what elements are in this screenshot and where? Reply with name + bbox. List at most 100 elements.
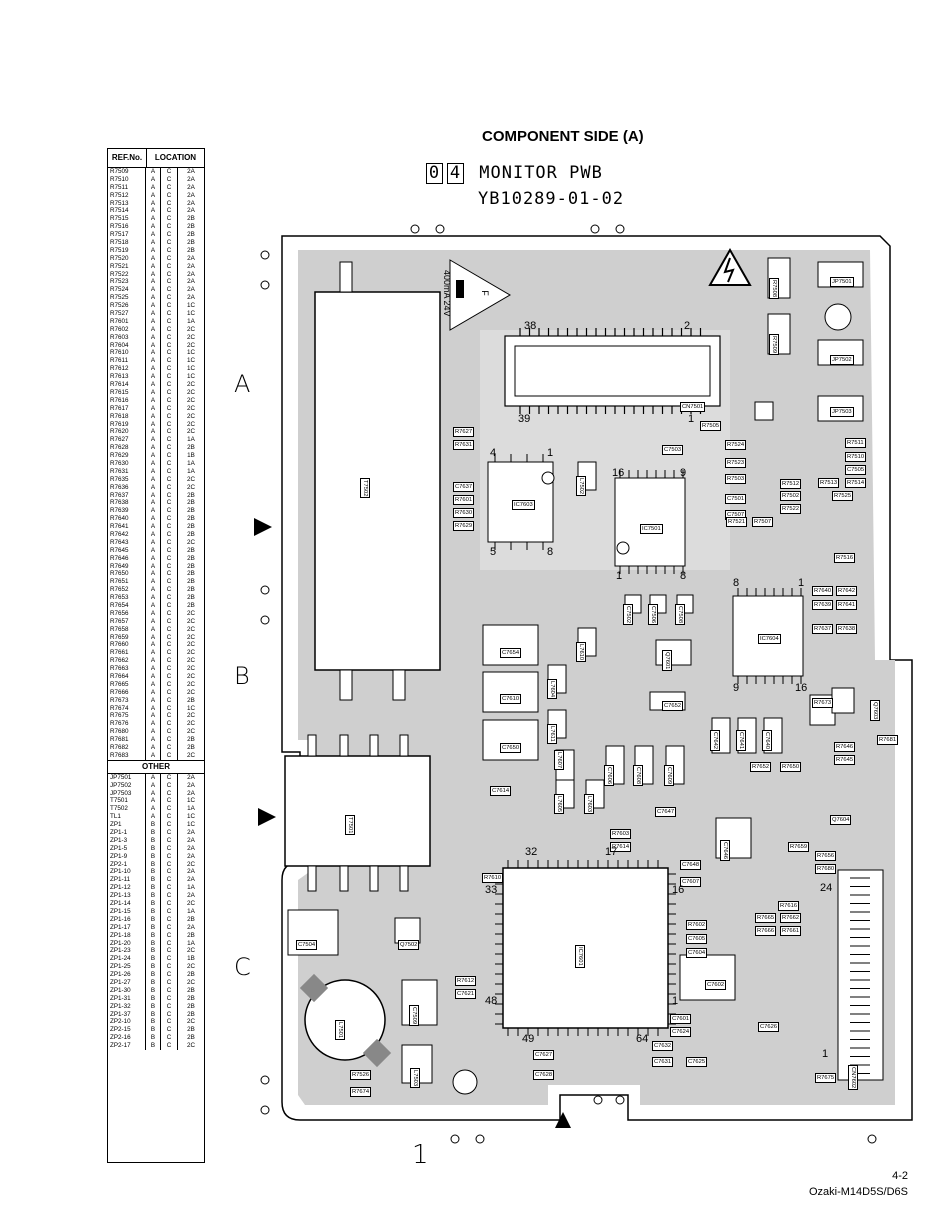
component-label-jp7501: JP7501 bbox=[830, 277, 854, 287]
reference-table-cell: 2A bbox=[187, 183, 195, 191]
reference-table-cell: C bbox=[161, 665, 178, 673]
board-number: YB10289-01-02 bbox=[478, 189, 625, 209]
other-table-cell: B bbox=[146, 1034, 161, 1043]
reference-table-cell: A bbox=[146, 673, 161, 681]
reference-table-cell: R7619 bbox=[108, 420, 146, 429]
component-label-r7521: R7521 bbox=[726, 517, 748, 527]
component-label-l7605: L7605 bbox=[554, 794, 564, 815]
other-table-cell: ZP1 bbox=[108, 821, 146, 830]
component-label-c7652: C7652 bbox=[662, 701, 684, 711]
reference-table-cell: A bbox=[146, 499, 161, 508]
reference-table-cell: R7653 bbox=[108, 594, 146, 602]
component-label-c7502: C7502 bbox=[623, 604, 633, 626]
component-body bbox=[482, 719, 539, 761]
other-table-cell: C bbox=[161, 915, 178, 924]
reference-table-cell: A bbox=[146, 570, 161, 579]
component-label-c7604: C7604 bbox=[686, 948, 708, 958]
zone-label-c: C bbox=[234, 953, 251, 981]
other-table-cell: C bbox=[161, 963, 178, 972]
reference-table-cell: A bbox=[146, 436, 161, 445]
other-table-cell: B bbox=[146, 963, 161, 972]
component-label-r7516: R7516 bbox=[834, 553, 856, 563]
other-table-cell: 2A bbox=[187, 844, 195, 852]
other-table-cell: 1A bbox=[187, 939, 195, 947]
reference-table-cell: A bbox=[146, 278, 161, 287]
other-table-cell: B bbox=[146, 939, 161, 948]
reference-table-cell: 1C bbox=[186, 373, 196, 381]
reference-table-cell: 2C bbox=[186, 538, 196, 546]
reference-table-cell: A bbox=[146, 633, 161, 642]
component-label-r7524: R7524 bbox=[725, 440, 747, 450]
component-label-q7604: Q7604 bbox=[830, 815, 852, 825]
reference-table-cell: C bbox=[161, 404, 178, 413]
component-label-c7637: C7637 bbox=[453, 482, 475, 492]
page-title: COMPONENT SIDE (A) bbox=[482, 128, 644, 145]
component-body bbox=[401, 979, 438, 1026]
component-label-r7673: R7673 bbox=[812, 698, 834, 708]
ic7601-package bbox=[502, 867, 669, 1029]
component-label-c7650: C7650 bbox=[500, 743, 522, 753]
other-table-cell: JP7503 bbox=[108, 789, 146, 798]
reference-table-cell: 2B bbox=[187, 246, 195, 254]
other-table-cell: ZP1-20 bbox=[108, 939, 146, 948]
reference-table-cell: C bbox=[161, 183, 178, 192]
other-table-cell: 2B bbox=[187, 986, 195, 994]
reference-table-cell: R7652 bbox=[108, 586, 146, 595]
component-label-l7501: L7501 bbox=[335, 1020, 345, 1041]
reference-table-cell: 2A bbox=[187, 294, 195, 302]
other-table-cell: ZP1-11 bbox=[108, 876, 146, 885]
reference-table-cell: C bbox=[161, 688, 178, 697]
reference-table-cell: R7512 bbox=[108, 191, 146, 200]
reference-table-cell: A bbox=[146, 310, 161, 318]
ref-column-header: REF.No. bbox=[108, 149, 147, 167]
reference-table-cell: C bbox=[161, 507, 178, 516]
reference-table-cell: C bbox=[161, 223, 178, 232]
reference-table-cell: 2C bbox=[186, 341, 196, 349]
reference-table-cell: A bbox=[146, 341, 161, 350]
other-table-cell: 2C bbox=[186, 1018, 196, 1026]
other-table-cell: C bbox=[161, 813, 178, 822]
reference-table-cell: A bbox=[146, 175, 161, 184]
other-table-cell: ZP2-16 bbox=[108, 1034, 146, 1043]
board-name: MONITOR PWB bbox=[479, 163, 603, 183]
other-table-cell: ZP1-17 bbox=[108, 923, 146, 932]
other-table-cell: B bbox=[146, 844, 161, 853]
component-label-jp7502: JP7502 bbox=[830, 355, 854, 365]
component-label-c7610: C7610 bbox=[500, 694, 522, 704]
other-table-cell: C bbox=[161, 923, 178, 932]
reference-table-cell: 2A bbox=[187, 270, 195, 278]
reference-table-cell: C bbox=[161, 341, 178, 350]
reference-table-cell: R7682 bbox=[108, 744, 146, 752]
reference-table-cell: A bbox=[146, 491, 161, 500]
reference-table-cell: 2C bbox=[186, 680, 196, 688]
other-table-cell: B bbox=[146, 1018, 161, 1027]
other-table-cell: A bbox=[146, 781, 161, 790]
other-table-cell: A bbox=[146, 813, 161, 822]
other-table-cell: ZP1-37 bbox=[108, 1010, 146, 1019]
reference-table-cell: R7611 bbox=[108, 357, 146, 366]
reference-table-cell: R7639 bbox=[108, 507, 146, 516]
